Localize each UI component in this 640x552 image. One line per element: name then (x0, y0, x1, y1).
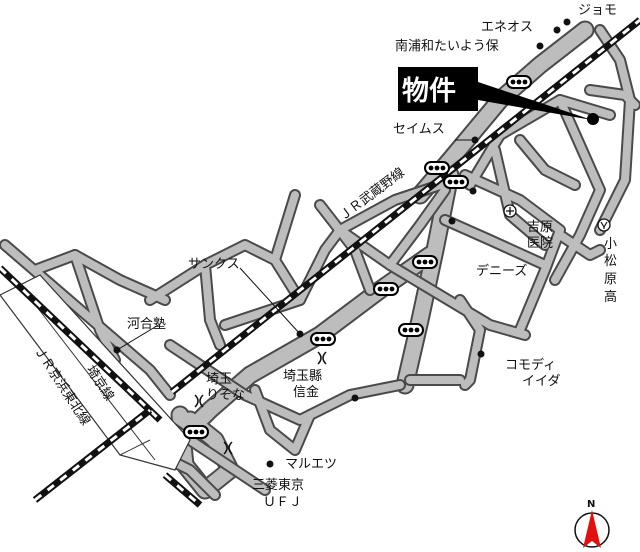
shinkin-label-2: 信金 (293, 384, 319, 400)
highschool-label-4: 高 (604, 289, 617, 305)
eneos-label: エネオス (481, 20, 533, 35)
kawai-label: 河合塾 (127, 316, 166, 332)
yoshihara-label-2: 医院 (527, 236, 553, 251)
yoshihara-label-1: 吉原 (527, 220, 553, 235)
poi-dot (536, 42, 544, 50)
jomo-label: ジョモ (578, 3, 617, 18)
hospital-icon (503, 204, 517, 218)
traffic-signals (183, 75, 532, 439)
bank-icon (317, 351, 327, 365)
traffic-signal-icon (443, 175, 469, 189)
poi-dot (351, 394, 359, 402)
traffic-signal-icon (424, 161, 450, 175)
north-label: N (587, 499, 595, 510)
poi-dot (448, 217, 456, 225)
poi-dot (563, 18, 571, 26)
comodi-label-1: コモディ (505, 357, 556, 373)
sunkus-label: サンクス (188, 257, 240, 272)
highschool-label-3: 原 (604, 272, 617, 287)
bank-icon (223, 441, 233, 455)
poi-dot (477, 350, 485, 358)
poi-dot (553, 26, 561, 34)
denys-label: デニーズ (476, 263, 527, 279)
school-icon (597, 218, 611, 232)
traffic-signal-icon (412, 255, 438, 269)
poi-dot (469, 187, 477, 195)
mufj-label-2: ＵＦＪ (263, 495, 302, 510)
kindergarten-label: 南浦和たいよう保 (395, 38, 499, 54)
road-network (0, 20, 640, 501)
station-block (0, 274, 191, 471)
resona-label-2: りそな (206, 388, 245, 403)
highschool-label-1: 小 (604, 237, 617, 252)
mufj-label-1: 三菱東京 (252, 477, 304, 493)
bank-icon (194, 394, 204, 408)
traffic-signal-icon (506, 75, 532, 89)
railway-keihin-tohoku (0, 265, 203, 508)
shinkin-label-1: 埼玉縣 (283, 369, 322, 384)
resona-label-1: 埼玉 (206, 372, 232, 387)
traffic-signal-icon (183, 425, 209, 439)
railway-musashino (169, 17, 640, 395)
highschool-label-2: 松 (604, 254, 617, 269)
comodi-label-2: イイダ (522, 374, 560, 389)
traffic-signal-icon (373, 282, 399, 296)
north-compass-icon (574, 510, 610, 548)
maruetsu-label: マルエツ (285, 457, 337, 472)
seims-label: セイムス (393, 122, 445, 137)
property-marker (398, 67, 599, 125)
property-label: 物件 (402, 76, 456, 107)
leader-lines (116, 139, 475, 351)
traffic-signal-icon (310, 332, 336, 346)
poi-dot (266, 460, 274, 468)
traffic-signal-icon (398, 323, 424, 337)
